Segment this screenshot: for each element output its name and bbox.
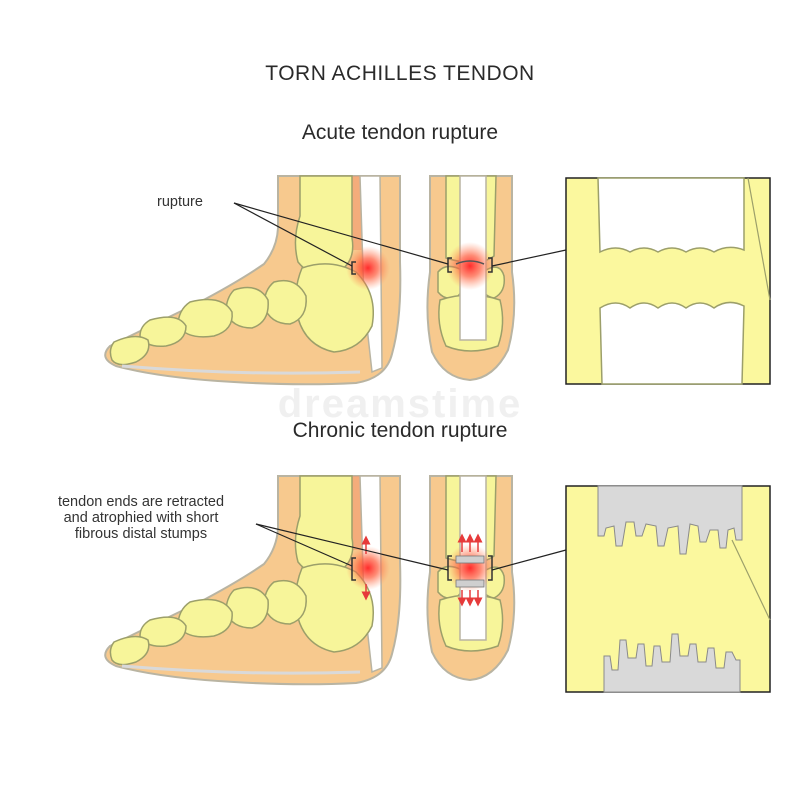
retraction-arrows (361, 533, 483, 607)
chronic-label-line-1: tendon ends are retracted (57, 494, 225, 510)
acute-subtitle: Acute tendon rupture (301, 121, 499, 144)
acute-zoom-panel (565, 177, 771, 385)
watermark: dreamstime (277, 382, 523, 426)
chronic-label-line-2: and atrophied with short (63, 510, 219, 526)
acute-back-rupture-glow (446, 242, 494, 290)
chronic-side-rupture-glow (346, 546, 390, 590)
chronic-leader-lines (255, 523, 567, 571)
chronic-subtitle: Chronic tendon rupture (292, 419, 508, 442)
chronic-back-stumps (455, 555, 485, 588)
diagram-title: TORN ACHILLES TENDON (265, 62, 535, 85)
chronic-description-label: tendon ends are retracted and atrophied … (30, 494, 252, 542)
rupture-label: rupture (157, 194, 203, 210)
chronic-rupture-brackets (351, 555, 493, 581)
acute-leader-lines (233, 202, 567, 267)
chronic-label-line-3: fibrous distal stumps (74, 526, 208, 542)
acute-side-rupture-glow (346, 246, 390, 290)
chronic-zoom-panel (565, 485, 771, 693)
acute-rupture-brackets (351, 257, 493, 275)
